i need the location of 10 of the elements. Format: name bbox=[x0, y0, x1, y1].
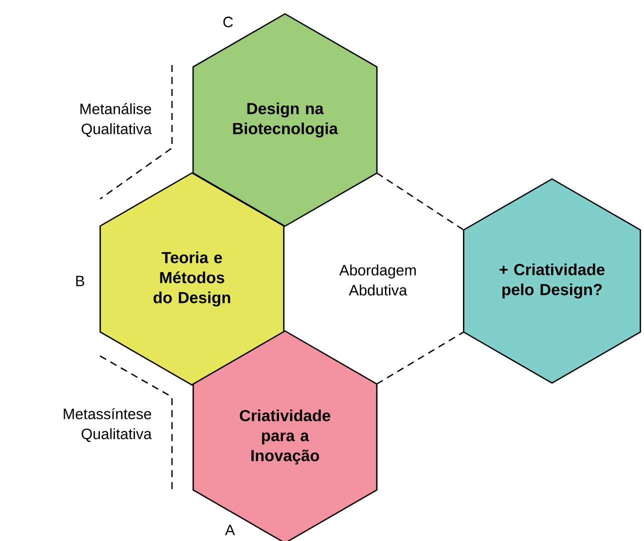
label: A bbox=[225, 524, 235, 536]
label: Metassíntese Qualitativa bbox=[64, 408, 152, 442]
label: C bbox=[223, 16, 233, 28]
hexagon: Teoria e Métodos do Design bbox=[100, 172, 284, 386]
hexagon: + Criatividade pelo Design? bbox=[462, 178, 642, 384]
label: B bbox=[76, 276, 84, 286]
label: Metanálise Qualitativa bbox=[80, 103, 152, 137]
dashed-line bbox=[376, 331, 464, 385]
label: Abordagem Abdutiva bbox=[339, 264, 416, 296]
dashed-line bbox=[376, 172, 464, 231]
